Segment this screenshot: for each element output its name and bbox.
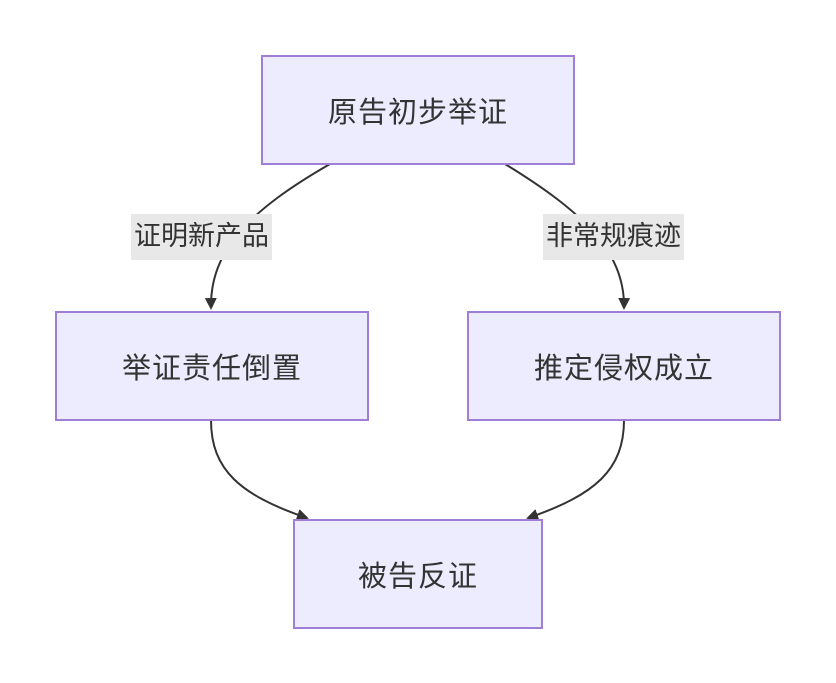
node-presumed-infringement: 推定侵权成立 (467, 311, 781, 421)
node-burden-reversal: 举证责任倒置 (55, 311, 369, 421)
edge-label-top-to-right: 非常规痕迹 (543, 214, 684, 260)
node-defendant-rebuttal: 被告反证 (293, 519, 543, 629)
edge-label-top-to-left: 证明新产品 (131, 214, 272, 260)
edge-right-to-bottom (526, 419, 625, 521)
node-plaintiff-initial-proof: 原告初步举证 (261, 55, 575, 165)
edge-left-to-bottom (210, 419, 309, 521)
